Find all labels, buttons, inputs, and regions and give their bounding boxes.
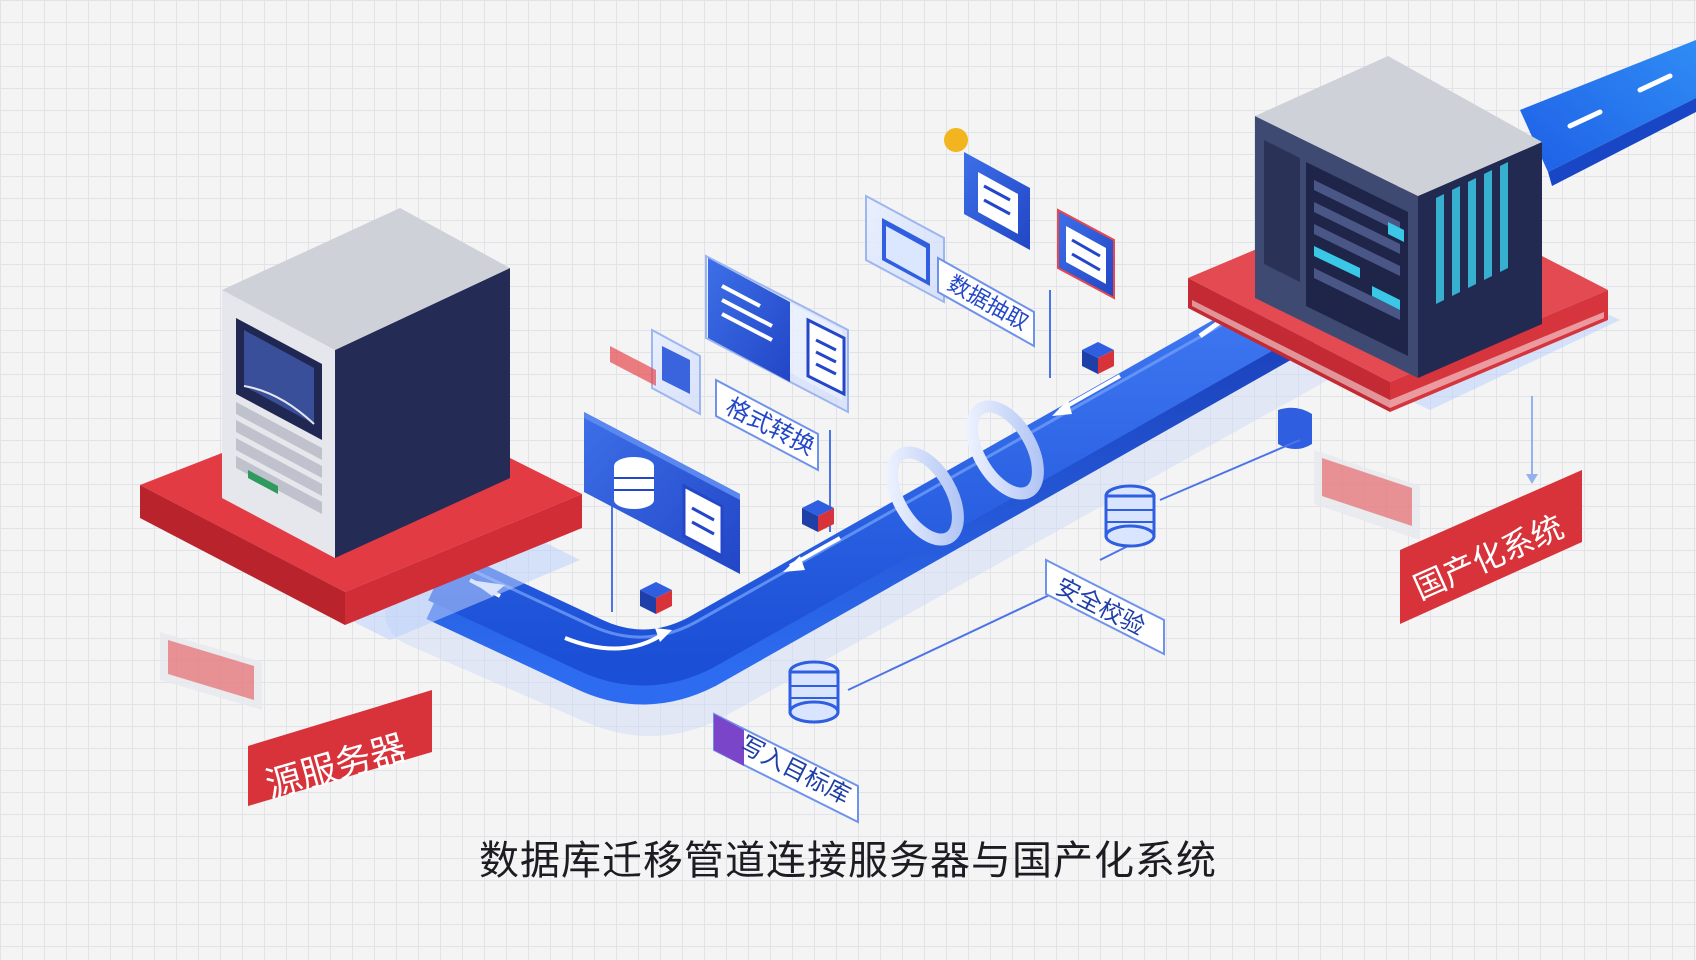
source-small-tag (160, 632, 262, 710)
cube-marker-1-icon (640, 582, 672, 614)
write-target-database (788, 660, 840, 724)
format-convert-label-tag: 格式转换 (715, 378, 820, 472)
database-panel (584, 412, 740, 574)
cube-marker-3-icon (1082, 342, 1114, 374)
extract-panel-side (1057, 208, 1115, 300)
connector-lines (611, 290, 1301, 691)
extract-panel-folder (865, 194, 945, 304)
document-icon (806, 317, 846, 397)
target-small-tag (1314, 396, 1538, 540)
status-dot-icon (944, 128, 968, 152)
security-database (1104, 484, 1156, 548)
layout-icon (1066, 226, 1106, 284)
database-icon (614, 457, 654, 509)
security-check-label-tag: 安全校验 (1045, 558, 1165, 656)
write-target-label-tag: 写入目标库 (713, 712, 859, 824)
outbound-data-stream (1520, 40, 1696, 186)
target-system (1188, 56, 1620, 412)
flow-arrow-3-icon (783, 536, 841, 572)
source-server (140, 208, 582, 640)
format-convert-panel (705, 254, 849, 414)
target-system-label-tag: 国产化系统 (1400, 470, 1582, 624)
target-shield-icon (1278, 407, 1312, 449)
flow-arrow-4-icon (1052, 374, 1121, 416)
file-icon (978, 172, 1018, 234)
folder-icon (882, 218, 930, 286)
diagram-caption: 数据库迁移管道连接服务器与国产化系统 (479, 838, 1217, 884)
pipe-ring-1 (886, 446, 964, 546)
migration-pipeline (385, 278, 1345, 736)
form-icon (682, 483, 724, 559)
format-convert-panel-small (610, 328, 701, 416)
flow-arrow-2-icon (564, 628, 672, 651)
source-server-label-tag: 源服务器 (248, 690, 432, 807)
cube-marker-2-icon (802, 500, 834, 532)
extract-panel-main (944, 128, 1030, 250)
pipe-ring-2 (966, 400, 1044, 500)
extract-label-tag: 数据抽取 (937, 256, 1035, 348)
